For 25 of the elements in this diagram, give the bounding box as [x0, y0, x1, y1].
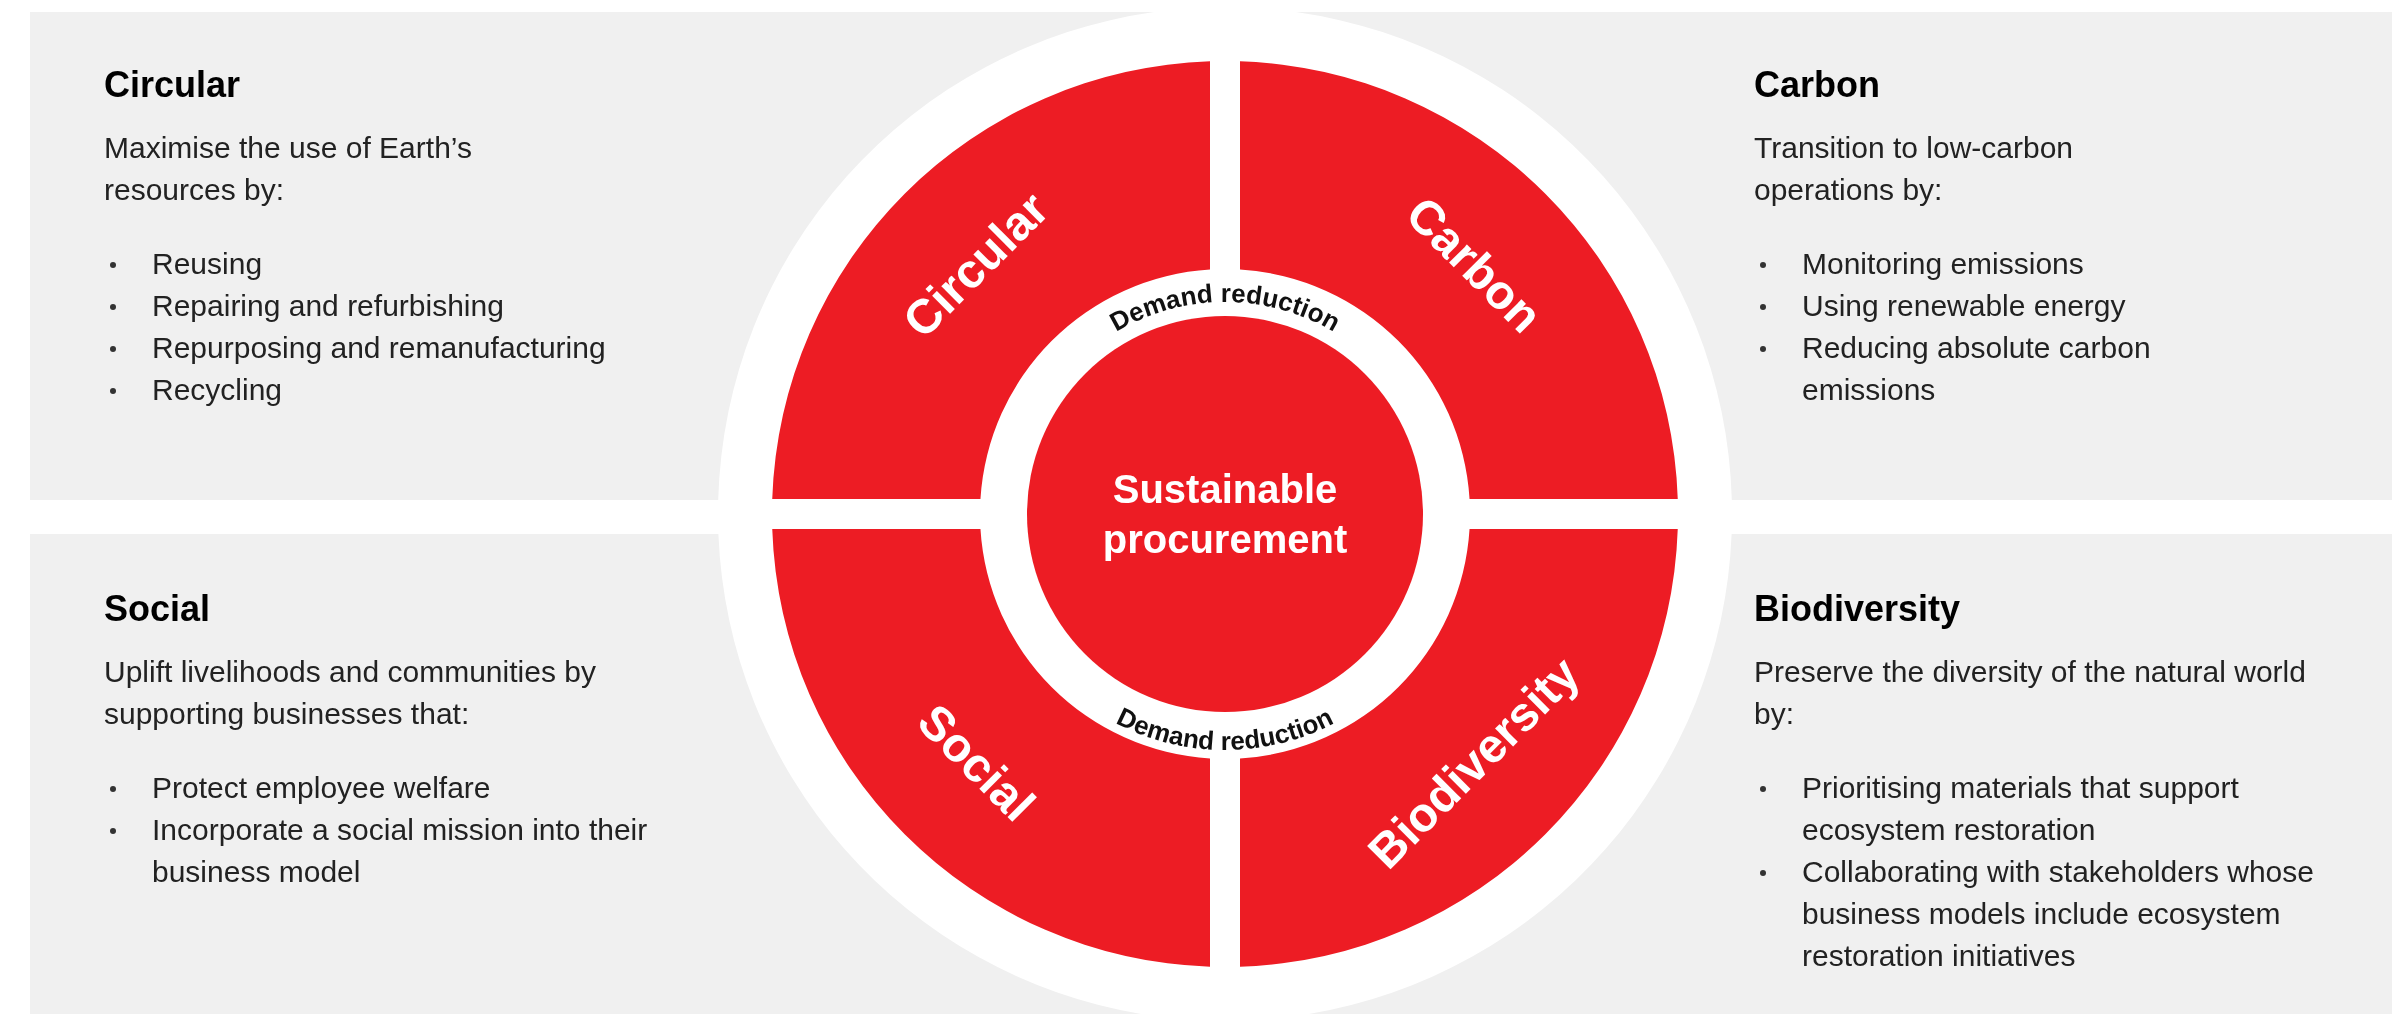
panel-description: Preserve the diversity of the natural world by: [1754, 654, 2307, 732]
bullet-text: Protect employee welfare [152, 770, 492, 806]
text-panel [30, 12, 718, 500]
panel-description: Maximise the use of Earth’s resources by: [104, 130, 473, 208]
bullet-text: Recycling [152, 372, 284, 408]
bullet-text: Incorporate a social mission into their business model [152, 812, 649, 890]
text-panel [1732, 534, 2392, 1014]
text-panel [1732, 12, 2392, 500]
panel-heading: Carbon [1754, 63, 1881, 107]
bullet-text: Reducing absolute carbon emissions [1802, 330, 2152, 408]
panel-heading: Biodiversity [1754, 587, 1962, 631]
panel-heading: Circular [104, 63, 242, 107]
panel-description: Transition to low-carbon operations by: [1754, 130, 2075, 208]
center-label: Sustainable procurement [1101, 466, 1349, 563]
bullet-text: Collaborating with stakeholders whose business models include ecosystem restoration initiatives [1802, 854, 2315, 974]
panel-description: Uplift livelihoods and communities by supporting businesses that: [104, 654, 597, 732]
bullet-text: Using renewable energy [1802, 288, 2127, 324]
bullet-text: Monitoring emissions [1802, 246, 2085, 282]
bullet-text: Reusing [152, 246, 264, 282]
text-panel [30, 534, 718, 1014]
bullet-text: Prioritising materials that support ecosystem restoration [1802, 770, 2240, 848]
ring-label: Demand reduction [1112, 701, 1338, 757]
bullet-text: Repurposing and remanufacturing [152, 330, 607, 366]
panel-heading: Social [104, 587, 212, 631]
bullet-text: Repairing and refurbishing [152, 288, 505, 324]
